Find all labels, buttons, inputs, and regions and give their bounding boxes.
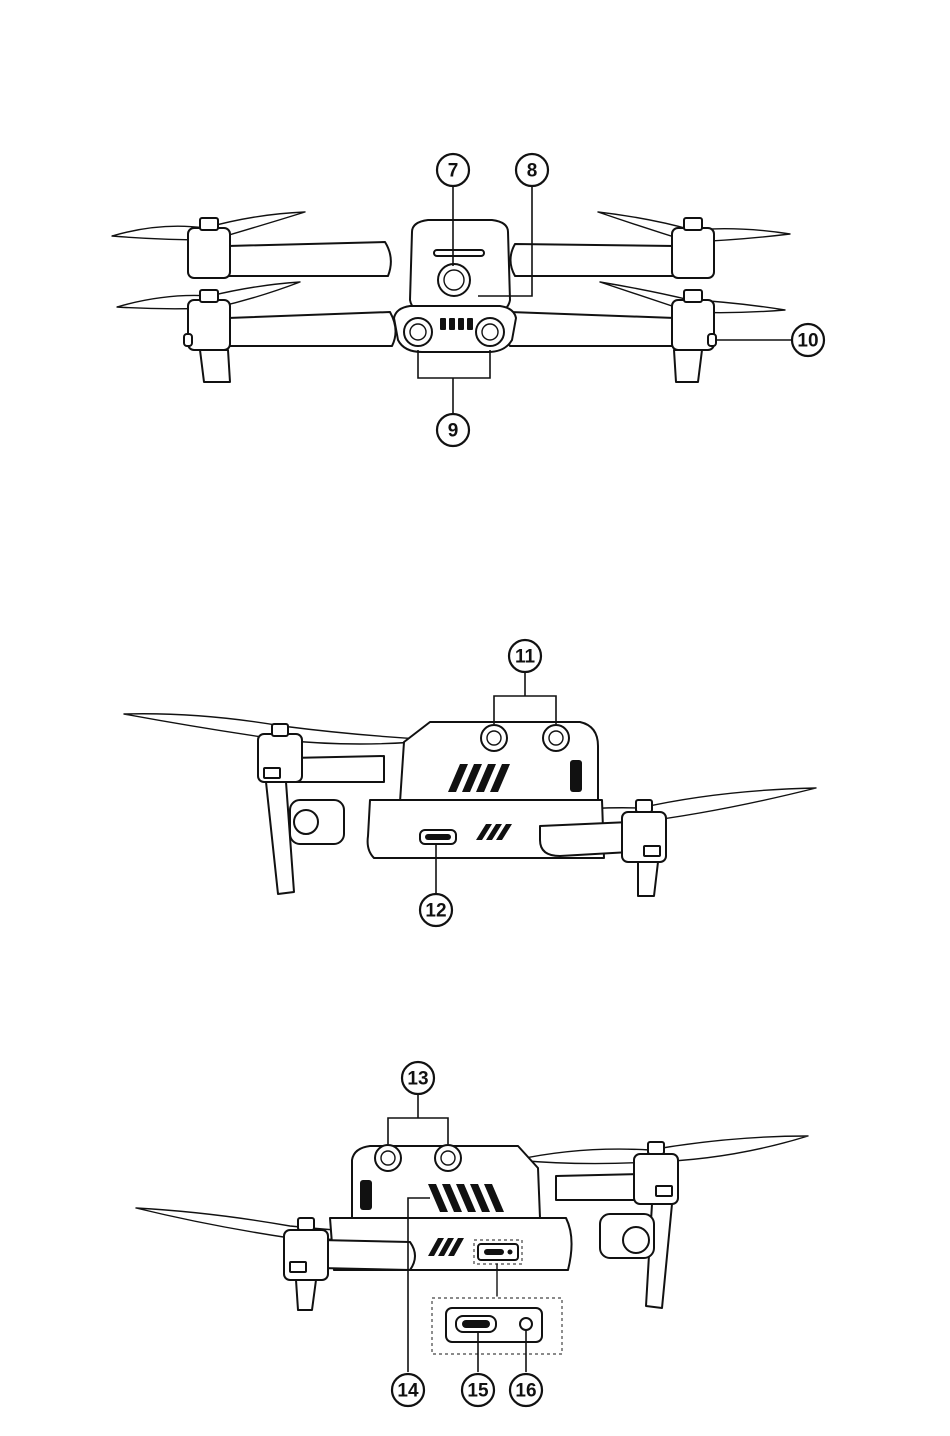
callout-11: 11	[509, 640, 541, 672]
arm-front-lower-right	[505, 312, 675, 346]
rear-gimbal-lens	[623, 1227, 649, 1253]
callout-8-label: 8	[527, 161, 538, 182]
rear-hub-left	[298, 1218, 314, 1230]
arm-front-upper-right	[511, 244, 676, 276]
rear-leg-left	[296, 1280, 316, 1310]
callout-15: 15	[462, 1374, 494, 1406]
side-body-grip	[570, 760, 582, 792]
top-vision-sensor-right	[543, 725, 569, 751]
rear-port-usb-small	[484, 1249, 504, 1255]
side-motor-left-light	[264, 768, 280, 778]
rear-motor-right-light	[656, 1186, 672, 1196]
leader-13-bracket	[388, 1118, 448, 1144]
rear-motor-left-light	[290, 1262, 306, 1272]
leg-front-right	[674, 350, 702, 382]
callout-11-label: 11	[515, 647, 536, 668]
side-arm-left	[290, 756, 384, 782]
rear-port-dot-small	[508, 1250, 513, 1255]
leader-9-bracket	[418, 350, 490, 378]
top-vision-sensor-left	[481, 725, 507, 751]
side-view: 11 12	[124, 640, 816, 926]
top-rear-sensor-right	[435, 1145, 461, 1171]
pairing-button-hole	[520, 1318, 532, 1330]
rear-view: 13 14 15 16	[136, 1062, 808, 1406]
arm-front-lower-left	[228, 312, 396, 346]
arm-light-left	[184, 334, 192, 346]
callout-10: 10	[792, 324, 824, 356]
arm-front-upper-left	[228, 242, 391, 276]
side-motor-right-light	[644, 846, 660, 856]
callout-8: 8	[516, 154, 548, 186]
hub-front-upper-right	[684, 218, 702, 230]
gimbal-top-slot	[434, 250, 484, 256]
callout-9-label: 9	[448, 421, 459, 442]
callout-13: 13	[402, 1062, 434, 1094]
callout-13-label: 13	[407, 1069, 428, 1090]
motor-front-upper-right	[672, 228, 714, 278]
hub-front-lower-right	[684, 290, 702, 302]
main-camera-lens	[438, 264, 470, 296]
rear-arm-left	[320, 1240, 415, 1270]
callout-12-label: 12	[425, 901, 446, 922]
rear-body-grip	[360, 1180, 372, 1210]
arm-light-right	[708, 334, 716, 346]
callout-12: 12	[420, 894, 452, 926]
side-hub-right	[636, 800, 652, 812]
leg-front-left	[200, 350, 230, 382]
hub-front-lower-left	[200, 290, 218, 302]
callout-7-label: 7	[448, 161, 459, 182]
callout-9: 9	[437, 414, 469, 446]
top-rear-sensor-left	[375, 1145, 401, 1171]
front-vision-sensor-right	[476, 318, 504, 346]
callout-10-label: 10	[797, 331, 818, 352]
side-gimbal-lens	[294, 810, 318, 834]
callout-16-label: 16	[515, 1381, 536, 1402]
side-leg-right	[638, 862, 658, 896]
motor-front-upper-left	[188, 228, 230, 278]
rear-arm-right	[556, 1174, 640, 1200]
front-vision-sensor-left	[404, 318, 432, 346]
callout-7: 7	[437, 154, 469, 186]
side-arm-right	[540, 822, 630, 856]
side-hub-left	[272, 724, 288, 736]
side-usb-port-slot	[425, 834, 451, 840]
front-view: 7 8 9 10	[112, 154, 824, 446]
callout-16: 16	[510, 1374, 542, 1406]
usb-c-port-slot	[462, 1320, 490, 1328]
callout-14-label: 14	[397, 1381, 419, 1402]
motor-front-lower-left	[188, 300, 230, 350]
callout-15-label: 15	[467, 1381, 489, 1402]
hub-front-upper-left	[200, 218, 218, 230]
leader-11-bracket	[494, 696, 556, 724]
rear-hub-right	[648, 1142, 664, 1154]
callout-14: 14	[392, 1374, 424, 1406]
